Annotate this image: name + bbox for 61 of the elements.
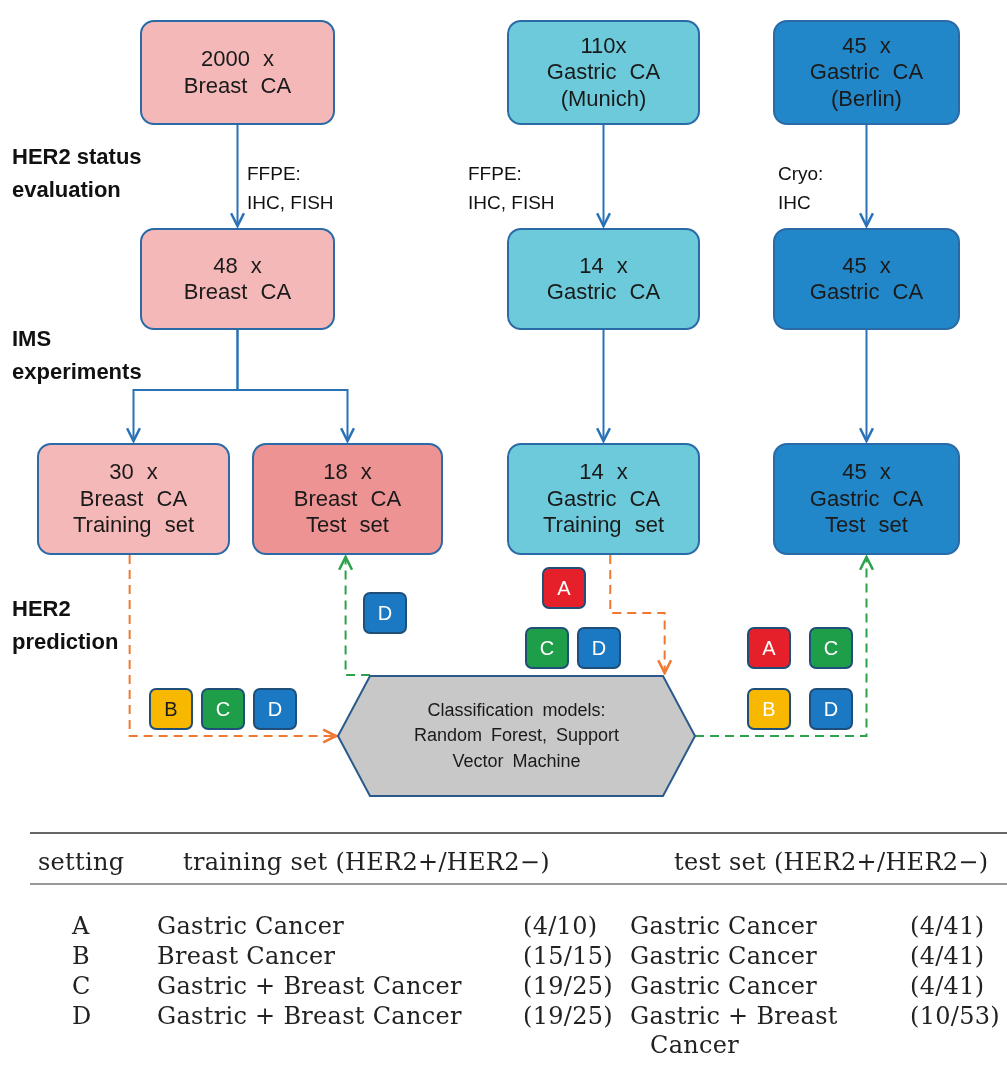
arrow (694, 555, 875, 737)
process-box: 48 x Breast CA (140, 228, 335, 330)
section-heading: IMS experiments (12, 325, 143, 386)
process-box: 14 x Gastric CA (507, 228, 700, 330)
process-box: 14 x Gastric CA Training set (507, 443, 700, 555)
process-box: 110x Gastric CA (Munich) (507, 20, 700, 125)
setting-badge: D (577, 627, 621, 669)
table-cell: (4/41) (910, 942, 985, 971)
setting-badge: C (201, 688, 245, 730)
table-cell: A (72, 912, 90, 941)
setting-badge: D (253, 688, 297, 730)
table-cell: Breast Cancer (157, 942, 336, 971)
arrow (337, 555, 372, 676)
table-cell-text: Gastric Cancer (630, 972, 819, 1001)
node-text: Classification models: Random Forest, Support Vector Machine (412, 699, 621, 773)
process-box: 45 x Gastric CA (773, 228, 960, 330)
arrow (128, 554, 338, 744)
table-cell: (10/53) (910, 1002, 1000, 1031)
table-cell: (19/25) (523, 972, 613, 1001)
arrow (858, 124, 875, 228)
table-cell: (4/41) (910, 972, 985, 1001)
process-box: 45 x Gastric CA Test set (773, 443, 960, 555)
table-cell: Gastric + Breast Cancer (157, 1002, 462, 1031)
section-heading: HER2 status evaluation (12, 143, 143, 204)
table-cell: (15/15) (523, 942, 613, 971)
process-box: 2000 x Breast CA (140, 20, 335, 125)
process-box: 45 x Gastric CA (Berlin) (773, 20, 960, 125)
edge-label: FFPE: IHC, FISH (468, 162, 556, 215)
setting-badge: B (149, 688, 193, 730)
table-cell: B (72, 942, 90, 971)
table-cell: Gastric Cancer (157, 912, 345, 941)
setting-badge: C (809, 627, 853, 669)
table-cell: D (72, 1002, 92, 1031)
edge-label: FFPE: IHC, FISH (247, 162, 335, 215)
setting-badge: C (525, 627, 569, 669)
setting-badge: A (747, 627, 791, 669)
edge-label: Cryo: IHC (778, 162, 825, 215)
process-box: 18 x Breast CA Test set (252, 443, 443, 555)
table-cell-text: Gastric Cancer (630, 912, 819, 941)
setting-badge: D (363, 592, 407, 634)
section-heading: HER2 prediction (12, 595, 120, 656)
table-cell: (19/25) (523, 1002, 613, 1031)
arrow (236, 329, 356, 443)
arrow (609, 554, 673, 675)
arrow (595, 124, 612, 228)
table-cell: Gastric + Breast Cancer (157, 972, 462, 1001)
table-cell-text: Gastric Cancer (630, 942, 819, 971)
table-header: training set (HER2+/HER2−) (183, 848, 550, 877)
table-header: setting (38, 848, 125, 877)
table-cell-text: Gastric + Breast Cancer (630, 1002, 839, 1060)
table-cell: (4/10) (523, 912, 598, 941)
table-header: test set (HER2+/HER2−) (674, 848, 989, 877)
setting-badge: A (542, 567, 586, 609)
setting-badge: B (747, 688, 791, 730)
process-box: 30 x Breast CA Training set (37, 443, 230, 555)
arrow (229, 124, 246, 228)
table-cell: C (72, 972, 91, 1001)
setting-badge: D (809, 688, 853, 730)
arrow (858, 329, 875, 443)
arrow (595, 329, 612, 443)
table-cell: (4/41) (910, 912, 985, 941)
